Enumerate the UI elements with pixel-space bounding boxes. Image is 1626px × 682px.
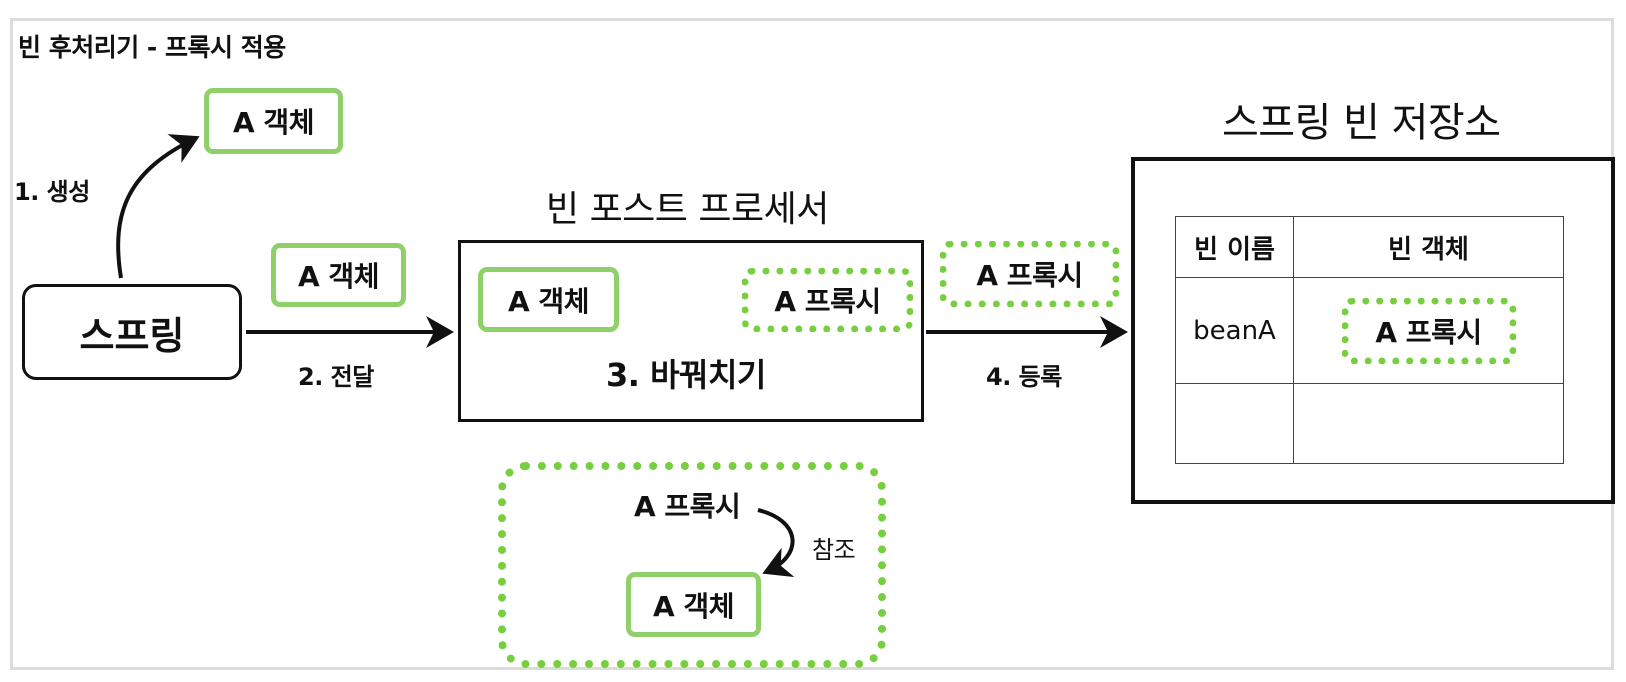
table-row (1175, 383, 1564, 464)
passed-object-box: A 객체 (271, 243, 406, 307)
container-title: 스프링 빈 저장소 (1222, 100, 1501, 146)
step1-label: 1. 생성 (14, 178, 90, 206)
proxy-reference-group (498, 462, 886, 668)
bean-object-cell: A 프록시 (1293, 277, 1564, 384)
header-bean-name: 빈 이름 (1175, 216, 1294, 278)
created-object-box: A 객체 (204, 88, 343, 154)
step4-label: 4. 등록 (986, 363, 1062, 391)
table-header-row: 빈 이름 빈 객체 (1175, 216, 1564, 278)
registered-proxy-box: A 프록시 (940, 241, 1119, 307)
table-row: beanA A 프록시 (1175, 277, 1564, 384)
empty-name-cell (1175, 383, 1294, 464)
processor-input-object: A 객체 (478, 267, 619, 332)
step2-label: 2. 전달 (298, 363, 374, 391)
reference-proxy-label: A 프록시 (634, 490, 741, 523)
spring-box: 스프링 (22, 284, 242, 380)
processor-title: 빈 포스트 프로세서 (546, 189, 829, 230)
bean-table: 빈 이름 빈 객체 beanA A 프록시 (1175, 216, 1564, 464)
reference-label: 참조 (812, 536, 856, 564)
header-bean-object: 빈 객체 (1293, 216, 1564, 278)
step3-label: 3. 바꿔치기 (606, 356, 766, 394)
bean-name-cell: beanA (1175, 277, 1294, 384)
processor-output-proxy: A 프록시 (742, 268, 913, 332)
reference-target-object: A 객체 (626, 572, 761, 637)
diagram-title: 빈 후처리기 - 프록시 적용 (18, 33, 286, 62)
empty-object-cell (1293, 383, 1564, 464)
stored-proxy-box: A 프록시 (1341, 297, 1516, 364)
